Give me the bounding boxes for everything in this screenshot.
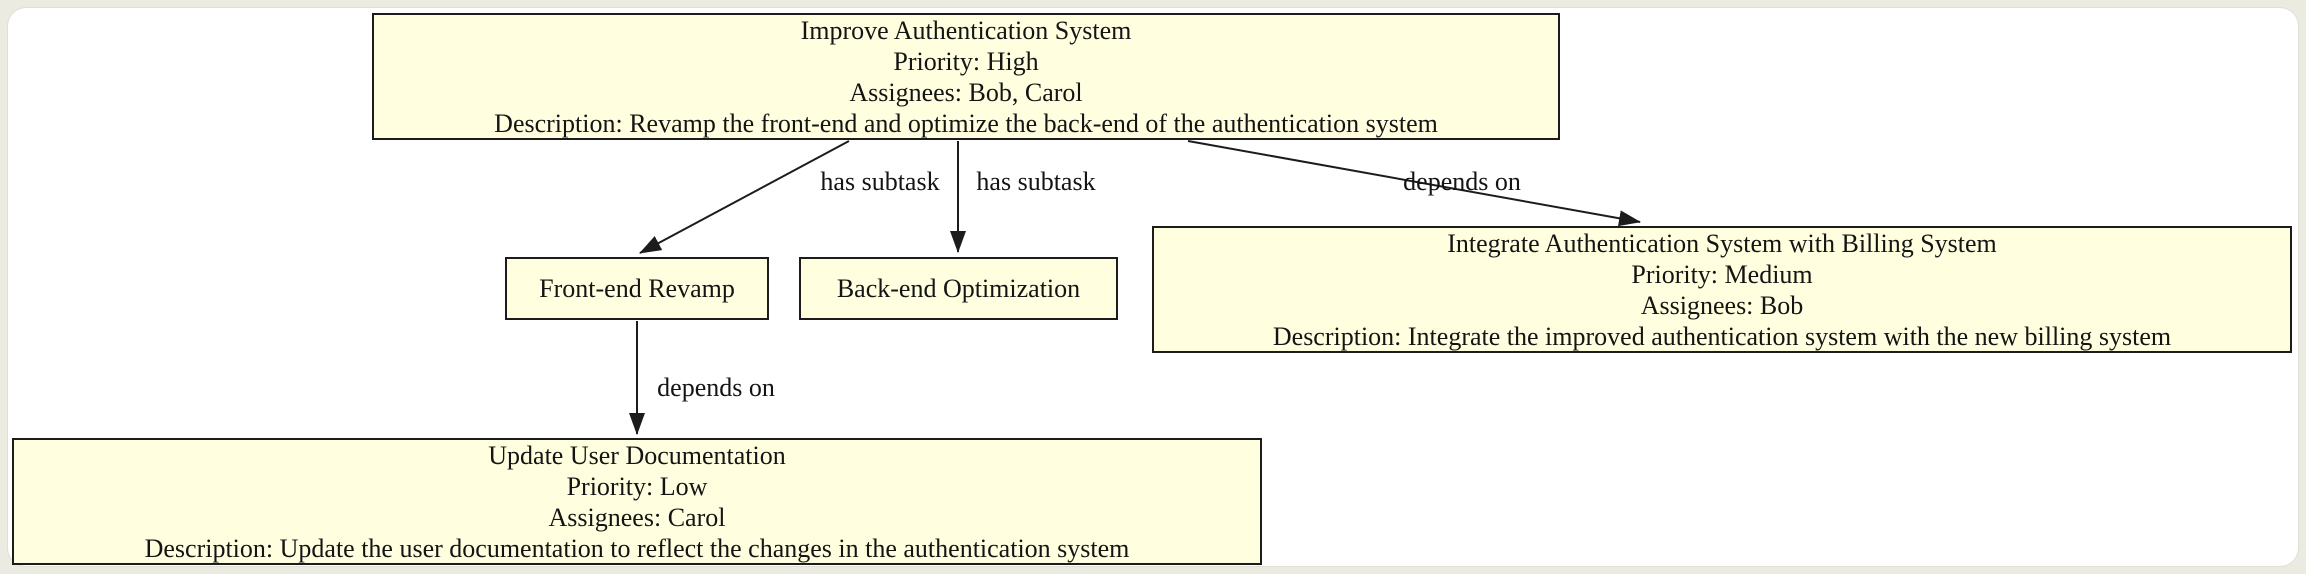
task-title: Back-end Optimization <box>836 274 1081 303</box>
task-node-improve-authentication: Improve Authentication System Priority: … <box>372 13 1560 140</box>
task-assignees: Assignees: Bob <box>1640 290 1804 320</box>
task-priority: Priority: High <box>893 46 1039 76</box>
edge-label-has-subtask-backend: has subtask <box>976 167 1096 196</box>
task-node-integrate-billing: Integrate Authentication System with Bil… <box>1152 226 2292 353</box>
task-description: Description: Update the user documentati… <box>144 533 1130 563</box>
task-title: Update User Documentation <box>488 440 786 470</box>
edge-label-has-subtask-frontend: has subtask <box>820 167 940 196</box>
task-priority: Priority: Medium <box>1631 259 1813 289</box>
task-node-frontend-revamp: Front-end Revamp <box>505 257 769 320</box>
edge-label-depends-on-docs: depends on <box>657 373 775 402</box>
edge-label-depends-on-integrate: depends on <box>1403 167 1521 196</box>
task-title: Improve Authentication System <box>800 15 1132 45</box>
task-description: Description: Revamp the front-end and op… <box>494 108 1438 138</box>
task-title: Integrate Authentication System with Bil… <box>1447 228 1997 258</box>
task-node-backend-optimization: Back-end Optimization <box>799 257 1118 320</box>
task-description: Description: Integrate the improved auth… <box>1272 321 2172 351</box>
task-assignees: Assignees: Bob, Carol <box>849 77 1083 107</box>
task-title: Front-end Revamp <box>539 274 735 303</box>
task-priority: Priority: Low <box>566 471 708 501</box>
task-node-update-user-documentation: Update User Documentation Priority: Low … <box>12 438 1262 565</box>
task-assignees: Assignees: Carol <box>548 502 726 532</box>
